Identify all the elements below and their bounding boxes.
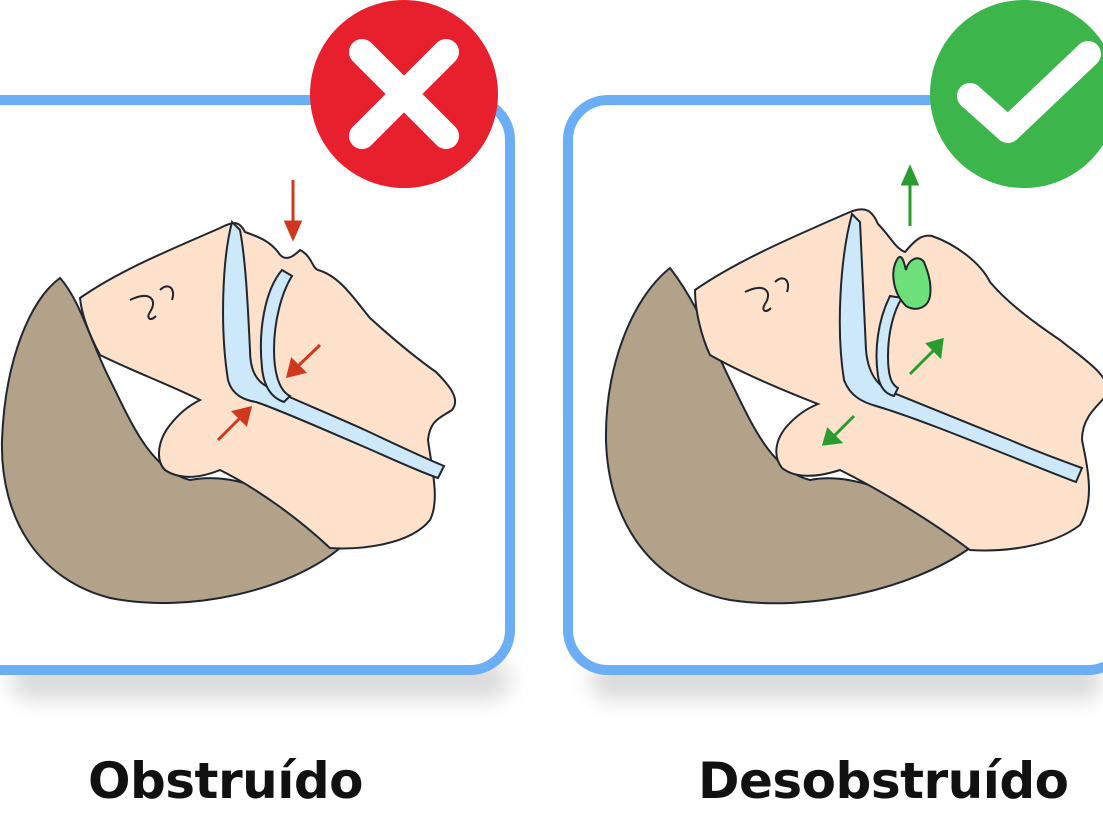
face (693, 208, 1103, 552)
ear-detail (774, 277, 789, 293)
arrow-up (216, 416, 242, 442)
unobstructed-panel (560, 0, 1103, 720)
arrow-down-head (283, 220, 303, 242)
arrow-forward-head (925, 337, 944, 360)
arrow-up-head (900, 164, 920, 186)
arrow-left (294, 343, 322, 370)
obstruction-arrows (216, 180, 322, 442)
unobstructed-illustration (563, 0, 1103, 700)
arrow-back (830, 414, 856, 440)
status-circle (930, 0, 1103, 188)
hair (0, 276, 342, 604)
soft-palate (259, 268, 294, 404)
arrow-up-head (231, 405, 253, 427)
obstructed-caption: Obstruído (88, 752, 364, 810)
obstructed-panel (0, 0, 540, 720)
check-icon (957, 41, 1101, 143)
airway (838, 212, 1084, 484)
cross-icon (349, 39, 459, 149)
hair (604, 266, 972, 605)
ear-detail (159, 285, 174, 301)
status-badge (930, 0, 1103, 188)
status-badge (310, 0, 498, 188)
unobstructed-caption: Desobstruído (698, 752, 1069, 810)
opening-arrows (821, 164, 944, 446)
obstructed-illustration (0, 0, 515, 700)
ear (129, 294, 157, 320)
tongue (875, 294, 904, 398)
arrow-forward (908, 348, 936, 376)
arrow-left-head (285, 357, 307, 379)
ear (744, 286, 772, 312)
mouthguard (892, 256, 932, 310)
airway (222, 220, 446, 480)
arrow-back-head (821, 427, 844, 446)
